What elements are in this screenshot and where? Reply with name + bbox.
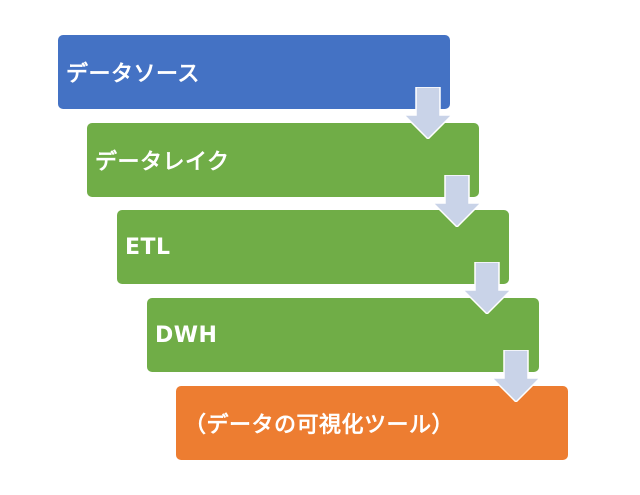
step-label: （データの可視化ツール） [184,413,455,438]
step-data-lake: データレイク [87,123,479,197]
arrow-down-icon [463,262,511,314]
step-label: ETL [125,234,171,260]
arrow-down-icon [433,175,481,227]
step-label: データソース [66,62,200,87]
arrow-down-icon [492,350,540,402]
step-etl: ETL [117,210,509,284]
step-dwh: DWH [147,298,539,372]
arrow-down-icon [404,87,452,139]
step-label: データレイク [95,150,230,175]
step-label: DWH [155,322,218,348]
step-data-source: データソース [58,35,450,109]
step-visualization-tool: （データの可視化ツール） [176,386,568,460]
